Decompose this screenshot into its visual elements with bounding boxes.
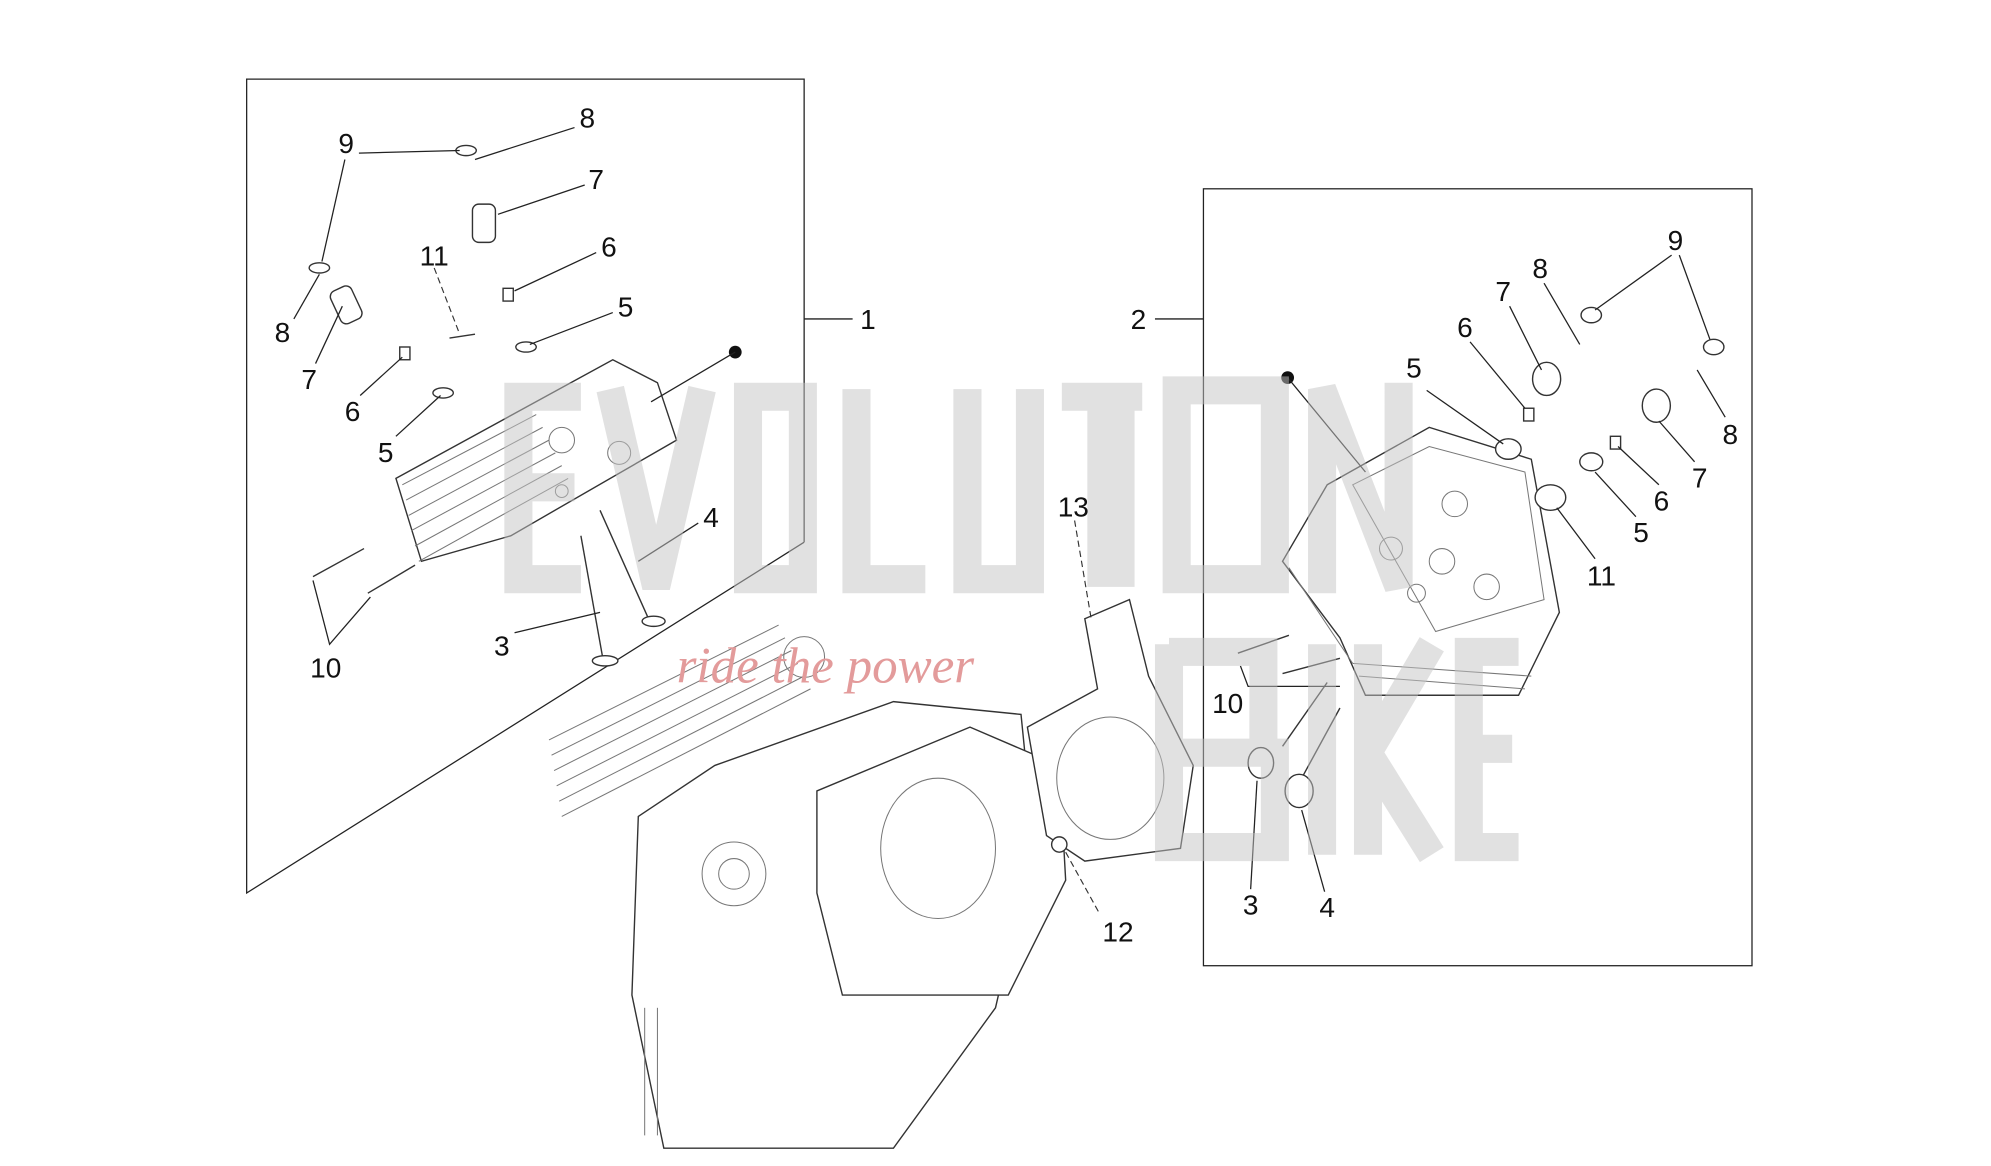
callout: 7 <box>588 164 604 195</box>
callout: 11 <box>1587 561 1616 592</box>
callout: 9 <box>338 128 354 159</box>
callout: 3 <box>1243 890 1259 921</box>
watermark-logo: ride the power <box>504 376 1519 863</box>
callout-group-2: 2 <box>1131 304 1147 335</box>
callout: 8 <box>579 103 595 134</box>
callout: 8 <box>1532 253 1548 284</box>
callout: 6 <box>1457 312 1473 343</box>
callout: 6 <box>601 231 617 262</box>
callout-labels: 1 2 9 8 7 11 6 5 8 7 6 5 4 3 10 13 12 9 … <box>275 103 1739 948</box>
callout-group-1: 1 <box>860 304 876 335</box>
callout: 5 <box>1406 353 1422 384</box>
callout: 6 <box>345 396 361 427</box>
callout: 13 <box>1058 492 1089 523</box>
callout: 6 <box>1654 485 1670 516</box>
watermark-letters-evolution <box>504 376 1413 594</box>
watermark-letters-bike <box>1154 637 1519 863</box>
engine-block <box>548 624 1067 1149</box>
callout: 5 <box>618 291 634 322</box>
callout: 3 <box>494 631 510 662</box>
left-head-assembly-box <box>246 78 853 895</box>
callout: 8 <box>275 317 291 348</box>
callout: 10 <box>1212 688 1243 719</box>
callout: 8 <box>1723 419 1739 450</box>
callout: 4 <box>1319 892 1335 923</box>
callout: 5 <box>378 437 394 468</box>
callout: 10 <box>310 652 341 683</box>
callout: 7 <box>1692 462 1708 493</box>
callout: 4 <box>703 502 719 533</box>
watermark-tagline: ride the power <box>677 639 975 695</box>
callout: 12 <box>1102 916 1133 947</box>
callout: 7 <box>301 364 317 395</box>
callout: 9 <box>1668 225 1684 256</box>
callout: 7 <box>1495 276 1511 307</box>
callout: 5 <box>1633 517 1649 548</box>
callout: 11 <box>420 240 449 271</box>
